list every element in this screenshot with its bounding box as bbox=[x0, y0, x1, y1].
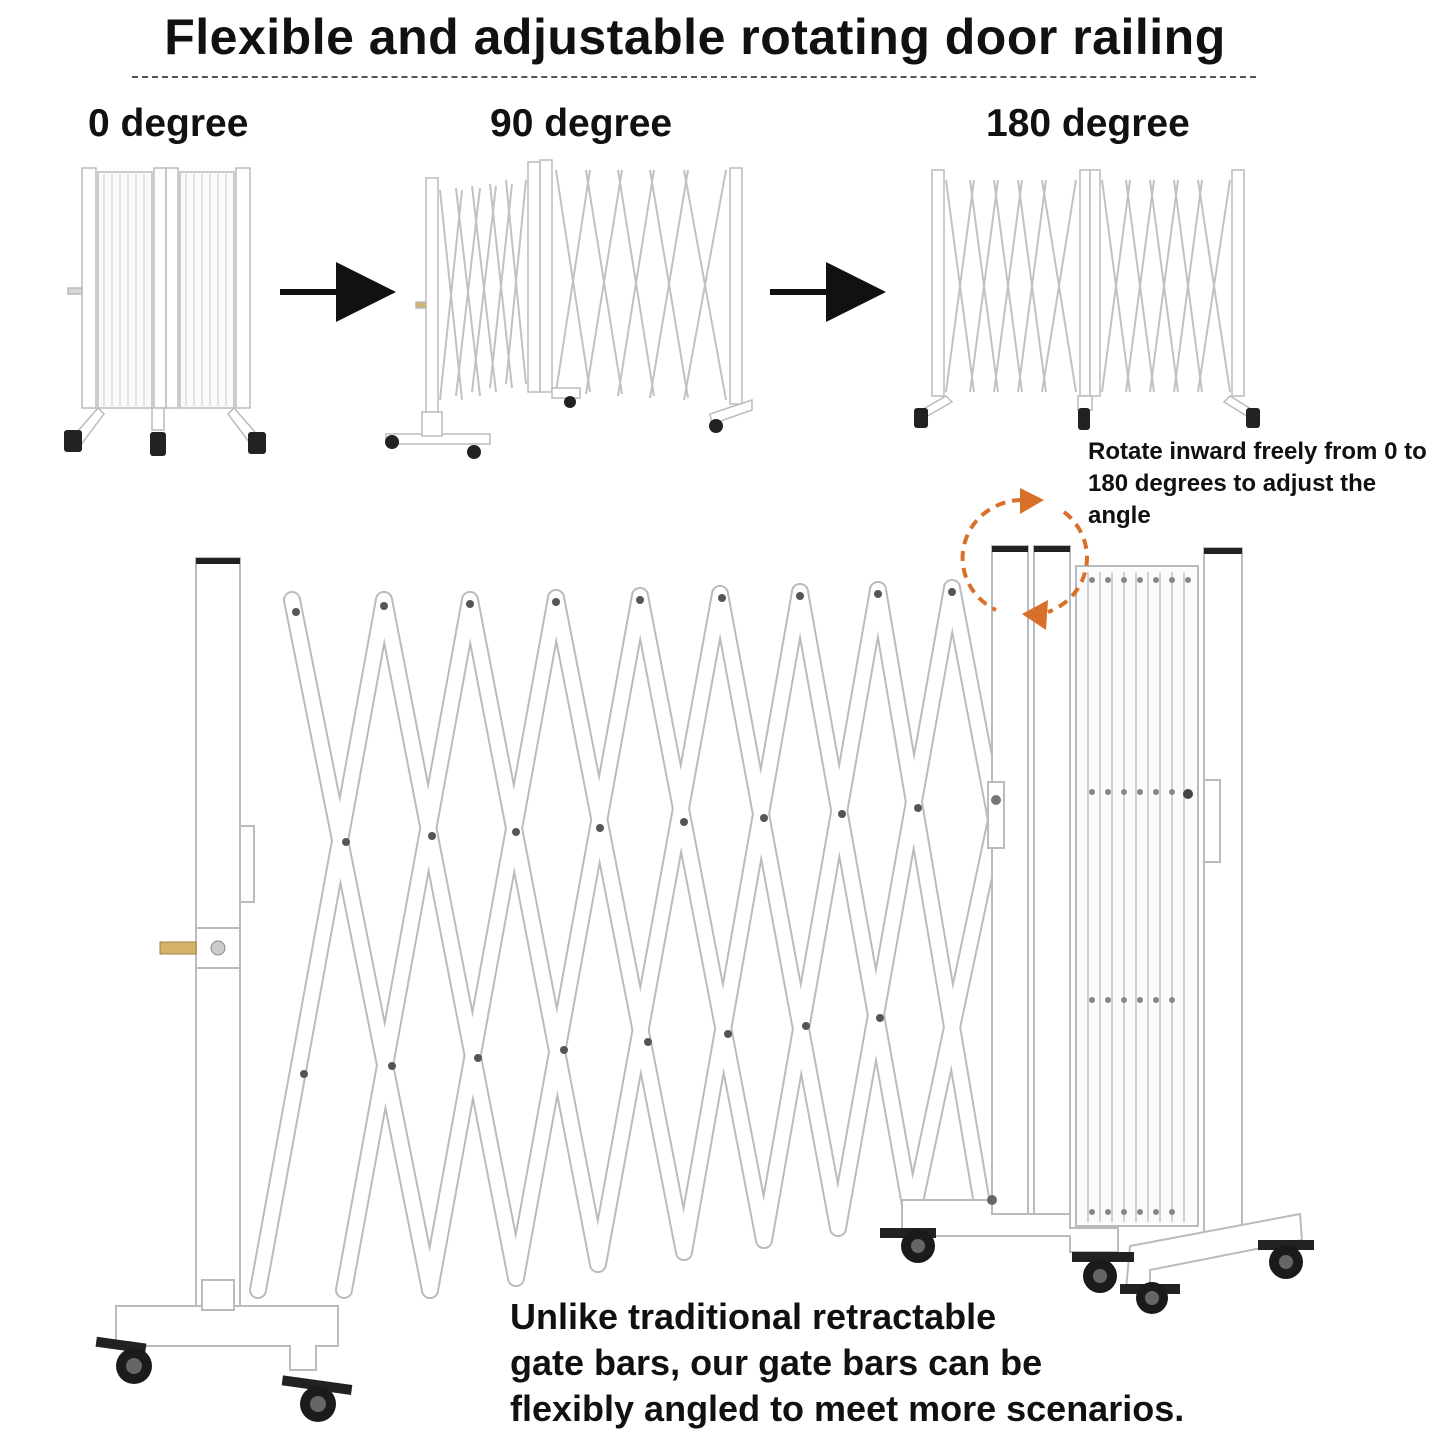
rotation-callout: Rotate inward freely from 0 to 180 degre… bbox=[1088, 438, 1427, 529]
caster-wheel bbox=[64, 430, 266, 456]
gate-straight-180-degree bbox=[916, 169, 1258, 419]
description-line-1: Unlike traditional retractable bbox=[510, 1296, 997, 1337]
gate-main bbox=[115, 545, 1304, 1371]
description-text: Unlike traditional retractable gate bars… bbox=[510, 1294, 1410, 1432]
title-divider bbox=[132, 76, 1256, 78]
rotate-arrow-icon bbox=[960, 498, 1089, 614]
description-line-2: gate bars, our gate bars can be bbox=[510, 1342, 1043, 1383]
description-line-3: flexibly angled to meet more scenarios. bbox=[510, 1388, 1185, 1429]
gate-folded-0-degree bbox=[67, 167, 264, 447]
caster-wheel bbox=[914, 408, 1260, 430]
stage-label-0-degree: 0 degree bbox=[88, 102, 249, 145]
caster-wheel bbox=[95, 1228, 1314, 1422]
rotate-arrowhead-icon bbox=[1020, 488, 1048, 630]
stage-label-90-degree: 90 degree bbox=[490, 102, 673, 145]
stage-label-180-degree: 180 degree bbox=[986, 102, 1190, 145]
gate-angled-90-degree bbox=[385, 159, 753, 445]
caster-wheel bbox=[385, 396, 723, 459]
page-title: Flexible and adjustable rotating door ra… bbox=[164, 9, 1226, 65]
